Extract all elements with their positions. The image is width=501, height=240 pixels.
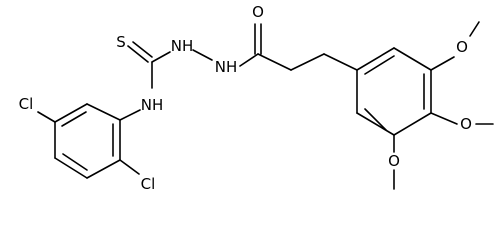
bond-nh-nh bbox=[192, 49, 213, 61]
bond-ring-o-middle bbox=[430, 112, 458, 125]
methoxy-oxygen-bottom-label: O bbox=[388, 152, 400, 170]
chloro-top-label: Cl bbox=[19, 95, 34, 113]
ring1-bond bbox=[86, 159, 121, 179]
atom-labels: S NH NH O NH Cl Cl O O O bbox=[19, 3, 472, 193]
bond-nh-carbonyl bbox=[239, 53, 259, 67]
bond-nh-ring1 bbox=[119, 109, 141, 121]
bond-ring-o-top bbox=[430, 56, 455, 71]
ring2-bond bbox=[356, 47, 395, 71]
ring1-inner-bond bbox=[62, 153, 88, 171]
bond-cs-double-b bbox=[132, 41, 153, 58]
sulfur-atom-label: S bbox=[116, 33, 126, 51]
methoxy-oxygen-top-label: O bbox=[456, 38, 468, 56]
ring2-bond bbox=[393, 47, 432, 71]
bond-ring-cl-bottom bbox=[119, 159, 140, 175]
bond-lines bbox=[37, 21, 494, 190]
ring1-bond bbox=[54, 157, 88, 179]
hydrazide-nh-right-label: NH bbox=[215, 58, 238, 76]
chloro-bottom-label: Cl bbox=[141, 175, 156, 193]
ring2-bond bbox=[356, 112, 395, 136]
hydrazide-nh-left-label: NH bbox=[171, 37, 194, 55]
bond-ring-cl-top bbox=[37, 111, 56, 123]
ring2-inner-bond bbox=[364, 108, 387, 131]
bond-ch2-ch2 bbox=[290, 53, 325, 71]
carbonyl-oxygen-label: O bbox=[252, 3, 264, 21]
bond-ch2-ring bbox=[323, 53, 358, 71]
chemical-structure: S NH NH O NH Cl Cl O O O bbox=[19, 3, 494, 193]
ring2-inner-bond bbox=[364, 55, 395, 75]
bond-carbonyl-ch2 bbox=[257, 53, 292, 71]
ring2-bond bbox=[393, 112, 432, 136]
amide-nh-label: NH bbox=[141, 96, 164, 114]
bond-o-me-top bbox=[469, 21, 480, 37]
ring1-bond bbox=[86, 103, 121, 121]
methoxy-oxygen-middle-label: O bbox=[460, 115, 472, 133]
bond-cs-double-a bbox=[127, 45, 149, 63]
ring1-bond bbox=[54, 103, 88, 123]
ring1-inner-bond bbox=[61, 111, 87, 127]
bond-c-nh-hydrazide bbox=[151, 51, 171, 63]
